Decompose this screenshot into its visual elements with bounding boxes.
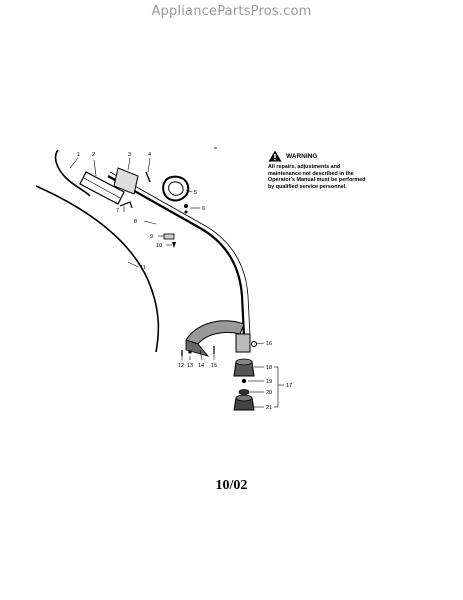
callout-16: 16 [266, 341, 272, 347]
warning-text: All repairs, adjustments and maintenance… [268, 164, 366, 190]
warning-notice: WARNING All repairs, adjustments and mai… [268, 150, 372, 190]
callout-11: 11 [140, 265, 146, 271]
callout-6: 6 [202, 206, 205, 212]
callout-5: 5 [194, 190, 197, 196]
handle-grip [79, 171, 125, 205]
callout-21: 21 [266, 405, 272, 411]
callout-7: 7 [116, 208, 119, 214]
callout-12: 12 [178, 363, 184, 369]
callout-1: 1 [77, 152, 80, 158]
warning-header: WARNING [268, 150, 372, 162]
trimmer-head-assembly [233, 358, 255, 411]
callout-13: 13 [187, 363, 193, 369]
handle-clamp [162, 175, 190, 202]
shaft-clamp [163, 233, 176, 248]
callout-20: 20 [266, 390, 272, 396]
callout-10: 10 [156, 243, 162, 249]
callout-2: 2 [92, 152, 95, 158]
callout-8: 8 [134, 219, 137, 225]
watermark-text: AppliancePartsPros.com [151, 4, 312, 19]
drive-shaft-housing [107, 175, 246, 337]
callout-18: 18 [266, 365, 272, 371]
housing-end [235, 333, 257, 353]
flex-shaft [35, 185, 160, 353]
callout-15: 15 [211, 363, 217, 369]
warning-triangle-icon [268, 150, 282, 162]
throttle-cable [54, 149, 91, 197]
small-screws [181, 346, 215, 356]
grass-deflector-guard [185, 320, 245, 357]
date-code: 10/02 [215, 478, 248, 493]
warning-title: WARNING [286, 152, 318, 160]
nut-6 [184, 204, 188, 214]
callout-14: 14 [198, 363, 204, 369]
callout-17: 17 [286, 383, 292, 389]
callout-19: 19 [266, 379, 272, 385]
leader-lines [69, 157, 284, 408]
screw-4 [145, 171, 151, 183]
handle-bracket [113, 167, 139, 195]
callout-9: 9 [150, 234, 153, 240]
callout-4: 4 [148, 152, 151, 158]
callout-3: 3 [128, 152, 131, 158]
clip-7 [119, 201, 133, 209]
